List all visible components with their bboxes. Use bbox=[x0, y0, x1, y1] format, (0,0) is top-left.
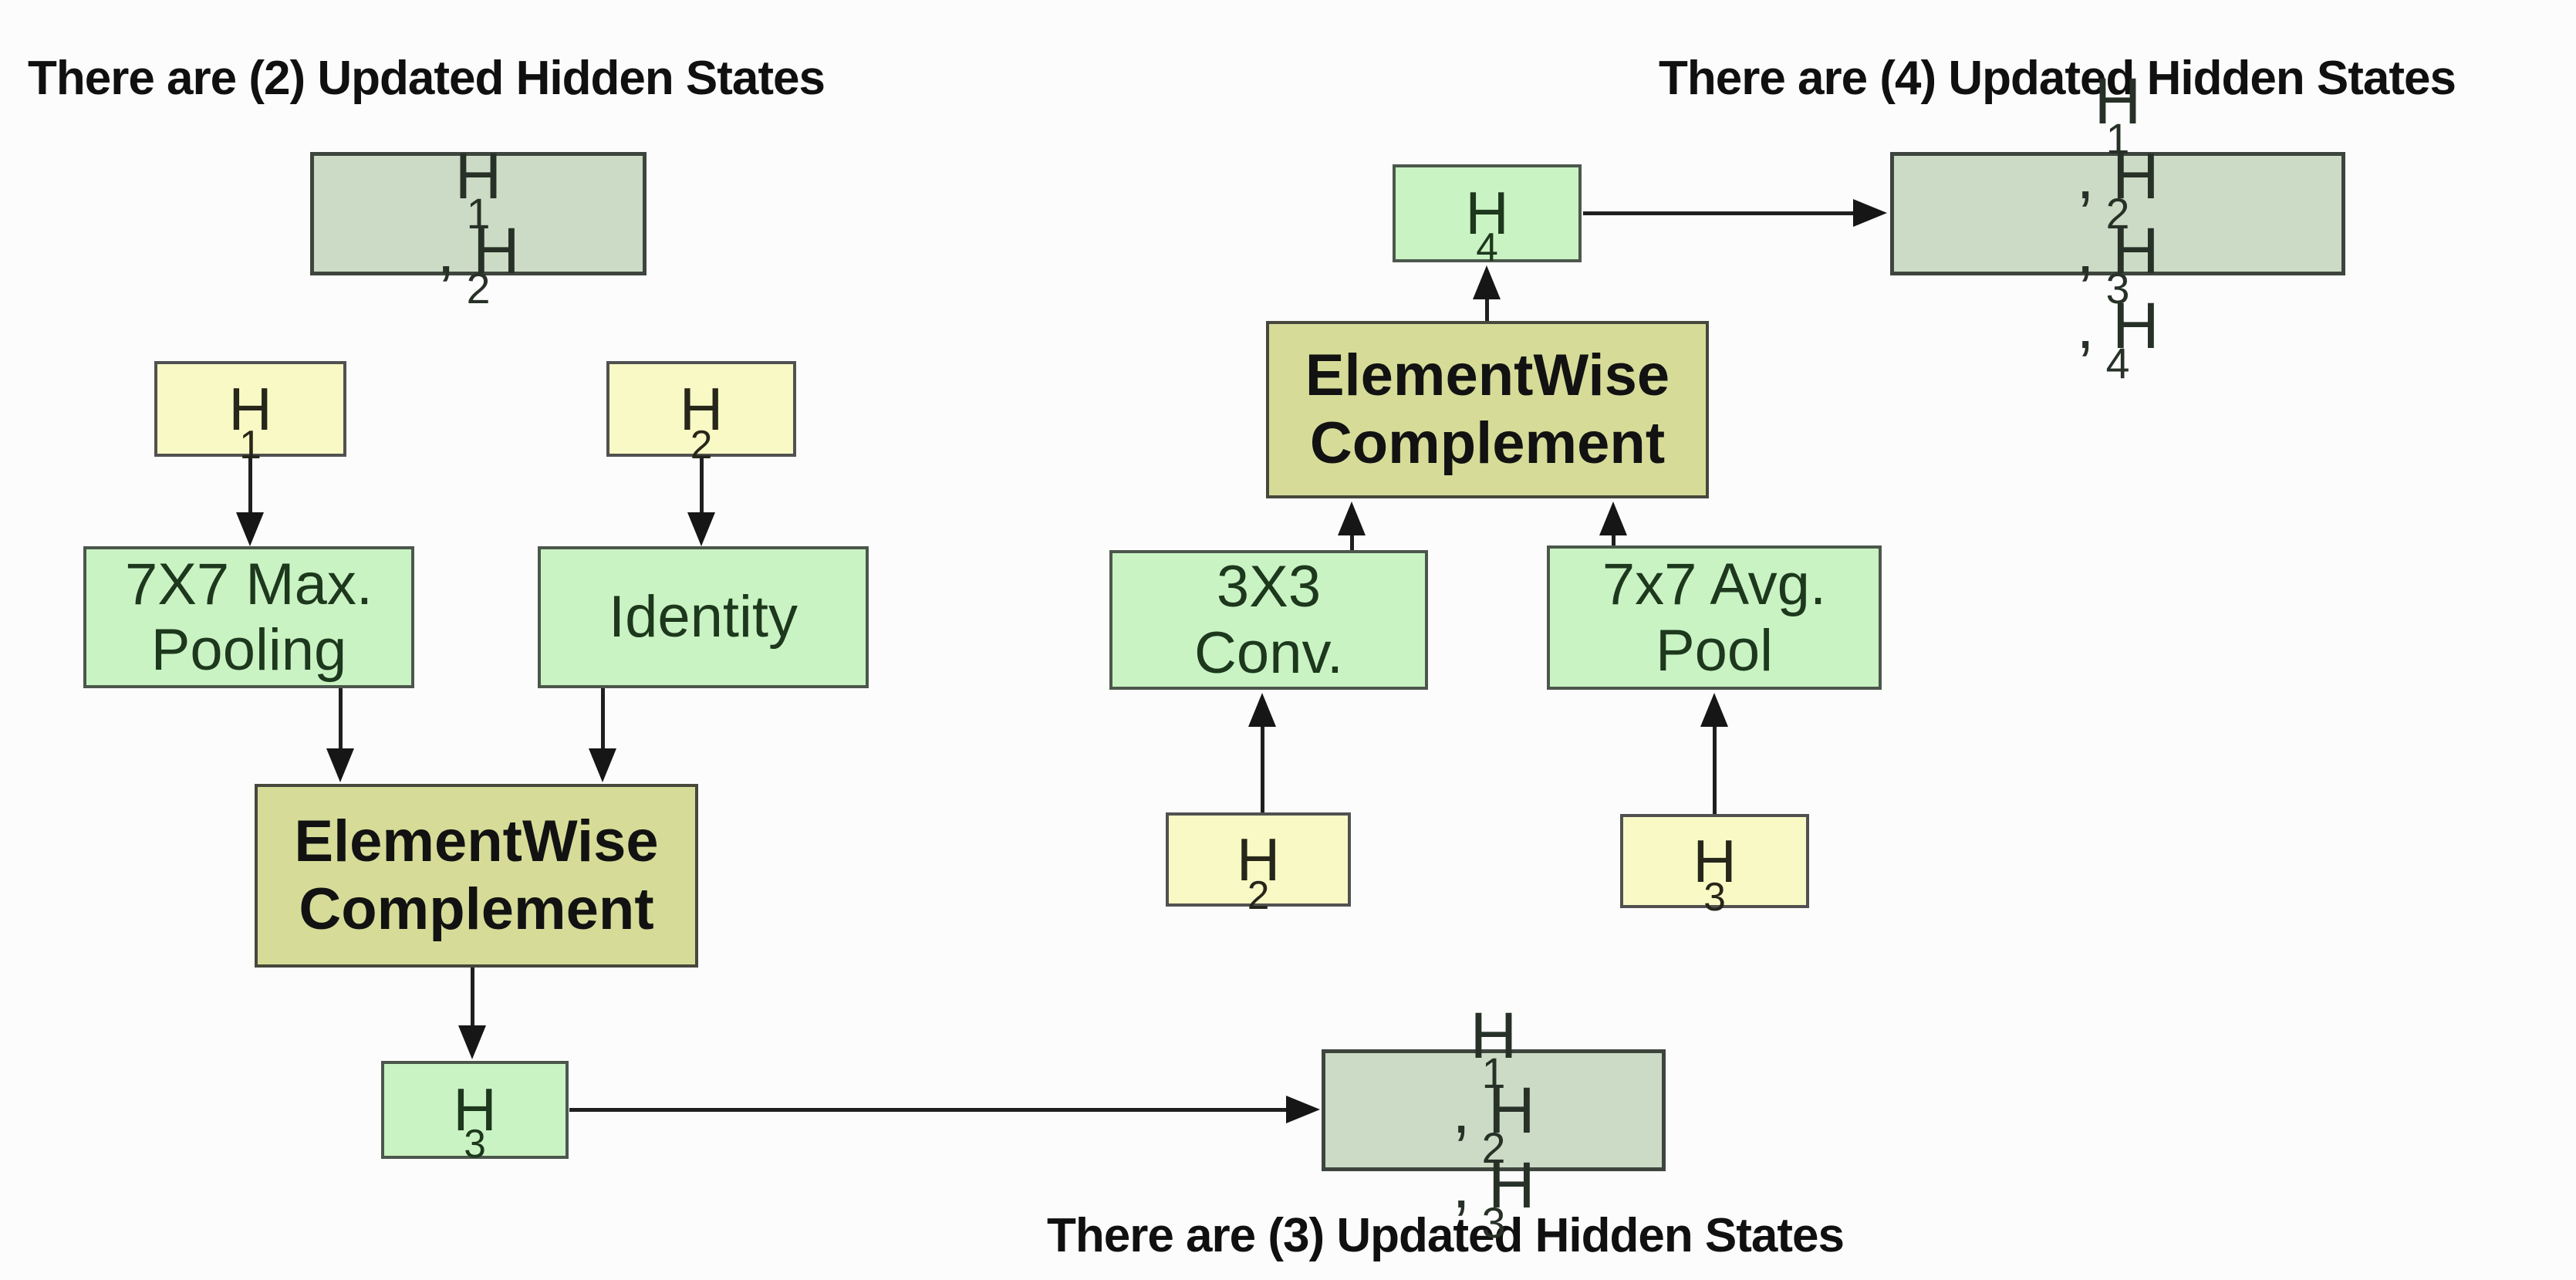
arrowhead-down-icon bbox=[687, 512, 715, 546]
title-four-updated-hidden-states: There are (4) Updated Hidden States bbox=[1659, 52, 2456, 105]
arrowhead-up-icon bbox=[1700, 693, 1728, 727]
arrowhead-right-icon bbox=[1286, 1096, 1320, 1123]
combiner-label-line1: ElementWise bbox=[1305, 342, 1670, 408]
op-7x7-avg-pool-box: 7x7 Avg. Pool bbox=[1547, 545, 1882, 690]
op-label-line2: Conv. bbox=[1194, 620, 1343, 686]
op-label-line2: Pooling bbox=[150, 617, 347, 683]
combiner-label-line2: Complement bbox=[299, 876, 654, 942]
arrowhead-up-icon bbox=[1248, 693, 1276, 727]
op-label-line1: 7x7 Avg. bbox=[1602, 552, 1827, 618]
arrowhead-down-icon bbox=[236, 512, 264, 546]
arrowhead-up-icon bbox=[1473, 265, 1501, 299]
op-identity-box: Identity bbox=[538, 546, 869, 688]
arrowhead-down-icon bbox=[589, 748, 616, 782]
op-label-line1: Identity bbox=[608, 584, 798, 650]
arrowhead-right-icon bbox=[1853, 199, 1887, 227]
op-label-line2: Pool bbox=[1655, 617, 1774, 684]
arrowhead-down-icon bbox=[458, 1025, 486, 1059]
arrowhead-down-icon bbox=[326, 748, 354, 782]
combiner-label-line2: Complement bbox=[1309, 410, 1666, 476]
title-two-updated-hidden-states: There are (2) Updated Hidden States bbox=[28, 52, 825, 105]
arrowhead-up-icon bbox=[1599, 502, 1627, 535]
combiner-label-line1: ElementWise bbox=[294, 808, 659, 874]
arrowhead-up-icon bbox=[1338, 502, 1366, 535]
op-label-line1: 7X7 Max. bbox=[124, 551, 373, 617]
op-3x3-conv-box: 3X3 Conv. bbox=[1109, 550, 1428, 690]
op-label-line1: 3X3 bbox=[1216, 554, 1322, 620]
op-7x7-max-pooling-box: 7X7 Max. Pooling bbox=[83, 546, 414, 688]
title-three-updated-hidden-states: There are (3) Updated Hidden States bbox=[1047, 1209, 1845, 1262]
elementwise-complement-combiner-right: ElementWise Complement bbox=[1266, 321, 1709, 498]
elementwise-complement-combiner-left: ElementWise Complement bbox=[255, 784, 698, 968]
